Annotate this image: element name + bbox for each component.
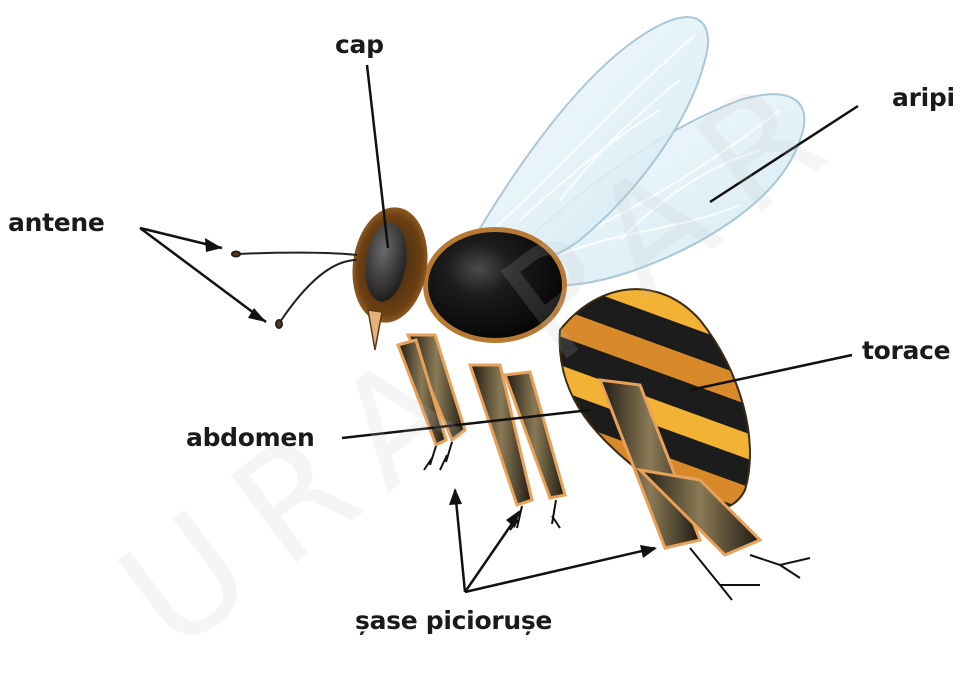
bee-diagram (0, 0, 977, 650)
antene-arrowhead-1 (205, 238, 222, 252)
leg-claws (424, 442, 810, 600)
label-aripi: aripi (892, 83, 955, 112)
abdomen-leader-line (342, 410, 590, 438)
picioruse-leader-line-3 (465, 548, 655, 592)
thorax-body (423, 227, 567, 343)
label-abdomen: abdomen (186, 423, 315, 452)
label-picioruse: șase piciorușe (355, 606, 552, 635)
label-torace: torace (862, 336, 950, 365)
picioruse-arrowhead-1 (449, 488, 462, 505)
label-antene: antene (8, 208, 105, 237)
picioruse-leader-line-1 (455, 490, 465, 592)
head-body (345, 202, 434, 350)
label-cap: cap (335, 30, 384, 59)
